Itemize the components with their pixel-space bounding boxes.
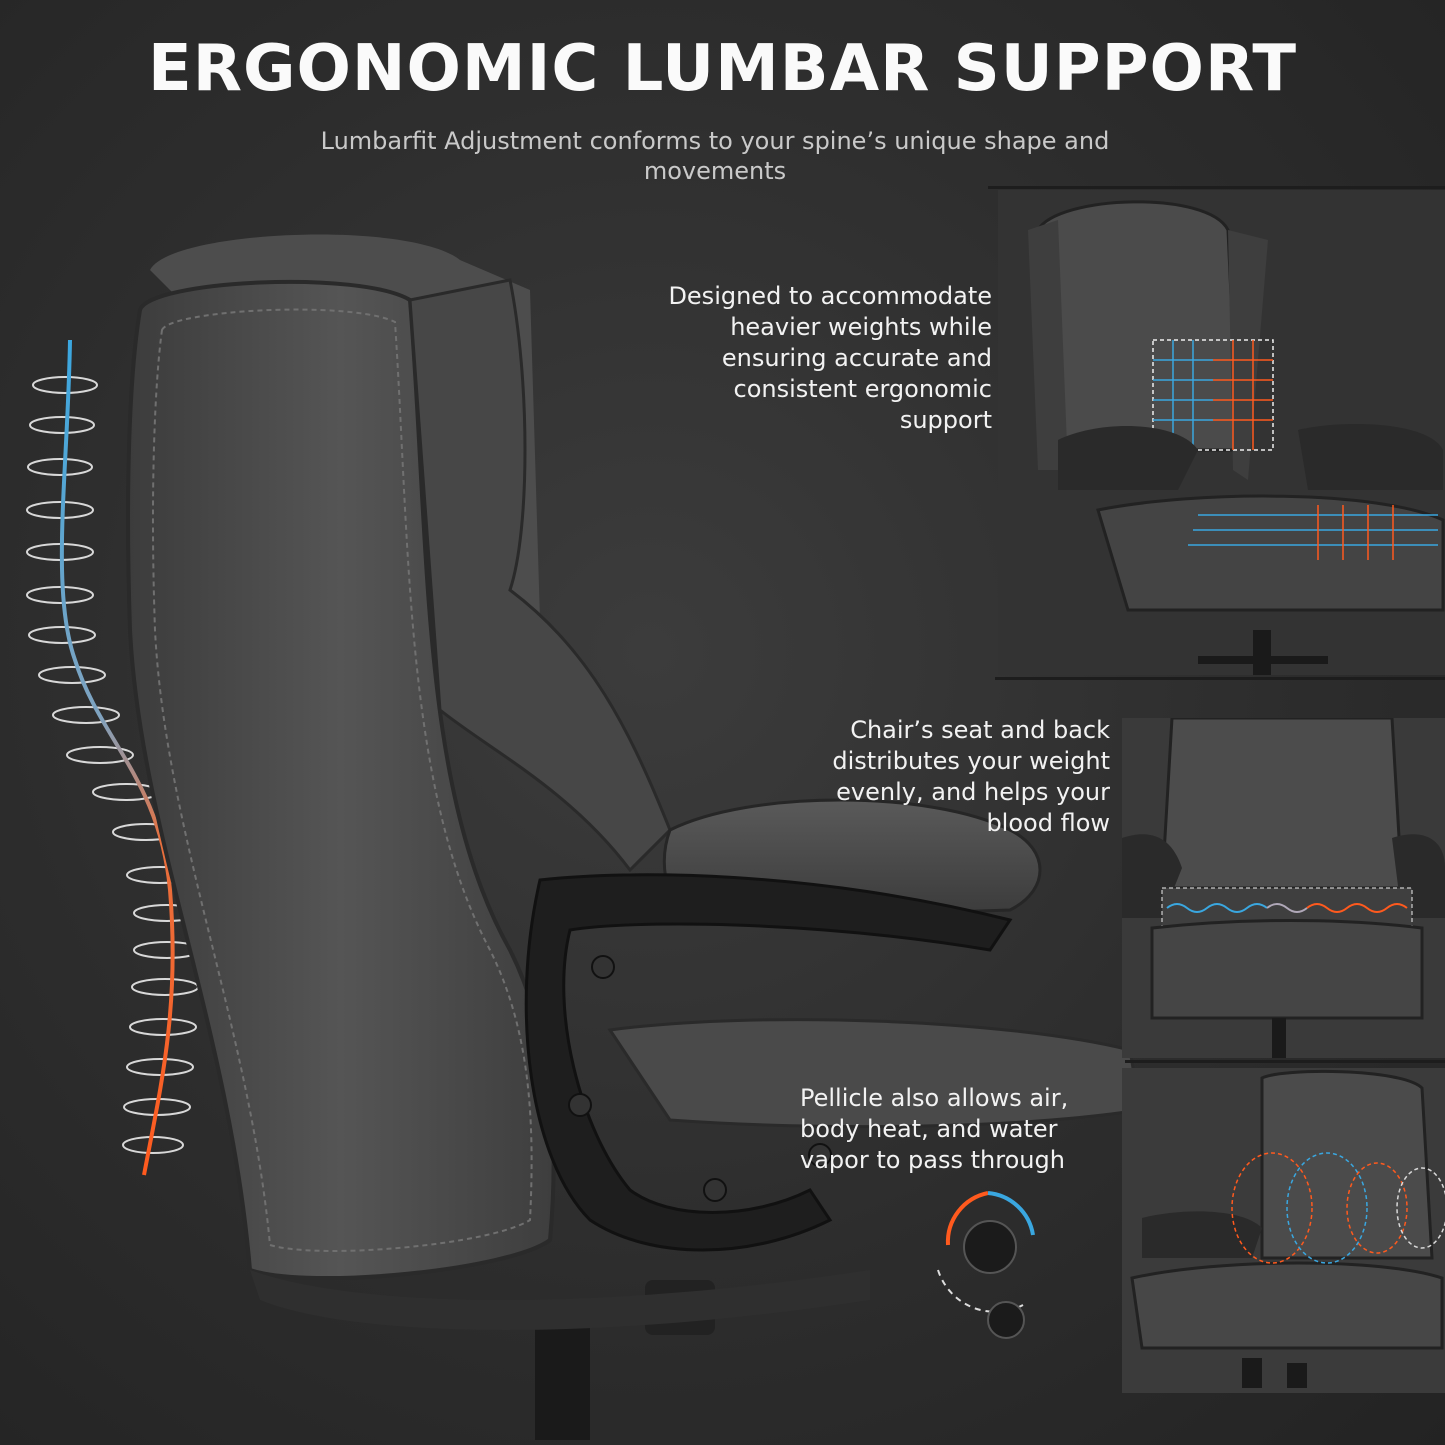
callout-weight-capacity: Designed to accommodate heavier weights … [668,282,992,434]
chair-airflow-image [1130,1069,1445,1388]
chair-front-image [1028,200,1445,675]
callout-breathability: Pellicle also allows air, body heat, and… [800,1084,1069,1174]
chair-weight-panel [998,190,1445,675]
page-subtitle: Lumbarfit Adjustment conforms to your sp… [320,127,1110,185]
chair-airflow-panel [1122,1068,1445,1393]
chair-seat-image [1122,718,1445,1058]
panel-divider-top [988,186,1445,189]
page-title: ERGONOMIC LUMBAR SUPPORT [147,32,1298,106]
panel-divider-bottom [1125,1060,1445,1063]
callout-weight-distribution: Chair’s seat and back distributes your w… [832,716,1110,837]
chair-seat-panel [1122,718,1445,1058]
chair-main-image [126,234,1140,1440]
panel-divider-middle [995,677,1445,680]
tilt-knob-icon [937,1191,1035,1339]
